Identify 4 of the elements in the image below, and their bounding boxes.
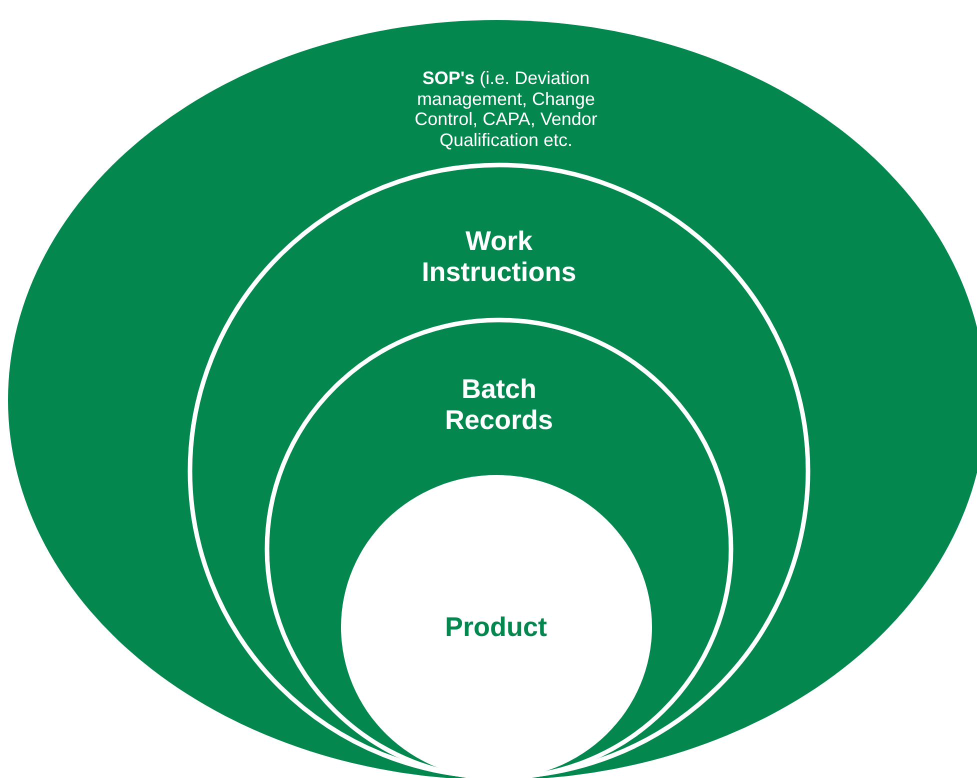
ellipse-label: SOP's (i.e. Deviation management, Change Control, CAPA, Vendor Qualification etc. bbox=[414, 68, 598, 151]
ellipse-label: Product bbox=[444, 612, 548, 644]
ellipse-label: Batch Records bbox=[444, 374, 554, 436]
ellipse-label: Work Instructions bbox=[420, 226, 578, 288]
